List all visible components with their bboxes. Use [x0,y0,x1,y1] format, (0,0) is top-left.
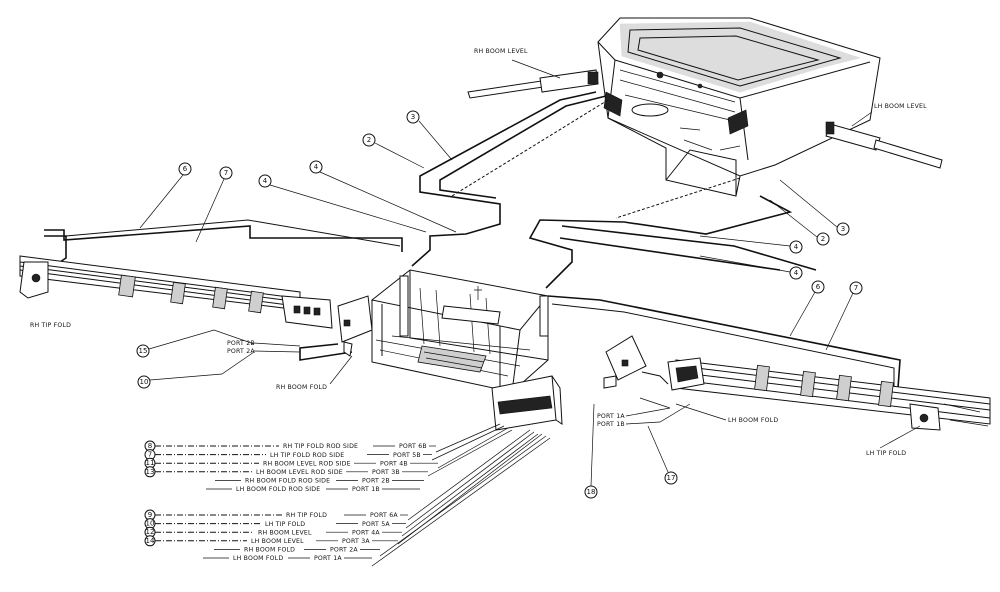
svg-text:4: 4 [314,163,319,171]
callout-4-right-a: 4 [789,240,803,254]
port-1b-label: PORT 1B [597,421,625,428]
hose-number: 14 [146,537,155,545]
hose-table-row: 10 LH TIP FOLD PORT 5A [144,518,406,530]
hose-port: PORT 6B [399,443,427,450]
svg-text:7: 7 [854,284,858,292]
hose-description: RH BOOM FOLD ROD SIDE [245,478,330,485]
lh-boom-level-cylinder [825,121,943,169]
rh-boom-fold-label: RH BOOM FOLD [276,384,327,391]
hose-description: LH TIP FOLD ROD SIDE [270,452,344,459]
hose-table-row: 14 LH BOOM LEVEL PORT 3A [144,535,398,547]
callout-2-right: 2 [816,232,830,246]
lh-boom-fold-label: LH BOOM FOLD [728,417,778,424]
lh-boom [603,335,991,431]
hose-description: LH BOOM FOLD ROD SIDE [236,486,320,493]
rh-boom-level-label: RH BOOM LEVEL [474,48,528,55]
hose-port: PORT 1B [352,486,380,493]
hose-port: PORT 4A [352,529,380,536]
hose-port: PORT 2B [362,478,390,485]
hose-bundle-lines [371,423,551,567]
hose-port: PORT 5B [393,452,421,459]
callout-10: 10 [137,375,151,389]
hose-bundle-box [491,375,563,431]
callout-bubbles: 2 3 4 4 6 7 2 3 4 4 6 7 15 10 17 18 [136,110,863,499]
center-frame [370,269,549,393]
svg-text:6: 6 [183,165,188,173]
hose-table-row: LH BOOM FOLD PORT 1A [203,555,372,562]
callout-3-right: 3 [836,222,850,236]
hose-number: 8 [148,442,152,450]
svg-text:4: 4 [794,243,799,251]
hose-description: LH BOOM FOLD [233,555,283,562]
hose-port: PORT 5A [362,521,390,528]
hose-description: RH BOOM LEVEL ROD SIDE [263,460,351,467]
rh-tip-fold-label: RH TIP FOLD [30,322,71,329]
svg-text:3: 3 [841,225,845,233]
svg-text:15: 15 [139,347,148,355]
hose-number: 13 [146,468,155,476]
hose-number: 7 [148,451,152,459]
hose-description: RH TIP FOLD ROD SIDE [283,443,358,450]
callout-3-top: 3 [406,110,420,124]
hose-description: LH BOOM LEVEL [251,538,304,545]
svg-text:6: 6 [816,283,821,291]
svg-text:17: 17 [667,474,676,482]
hose-table-row: 8 RH TIP FOLD ROD SIDE PORT 6B [144,440,436,452]
rh-boom-level-cylinder [467,69,599,99]
callout-7-left: 7 [219,166,233,180]
hose-table-rod-side: 8 RH TIP FOLD ROD SIDE PORT 6B 7 LH TIP FOLD… [144,440,438,493]
hose-table-row: 12 RH BOOM LEVEL PORT 4A [144,526,402,538]
hose-description: LH BOOM LEVEL ROD SIDE [256,469,343,476]
callout-18: 18 [584,485,598,499]
hose-table-row: 7 LH TIP FOLD ROD SIDE PORT 5B [144,449,432,461]
hose-number: 9 [148,511,152,519]
svg-text:4: 4 [263,177,268,185]
hose-table-row: RH BOOM FOLD ROD SIDE PORT 2B [215,478,424,485]
port-2a-label: PORT 2A [227,348,255,355]
port-1a-label: PORT 1A [597,413,625,420]
hose-description: LH TIP FOLD [265,521,305,528]
hose-table-row: 13 LH BOOM LEVEL ROD SIDE PORT 3B [144,466,428,478]
hose-table-row: 9 RH TIP FOLD PORT 6A [144,509,408,521]
lh-boom-level-label: LH BOOM LEVEL [874,103,927,110]
hose-runs [44,91,941,403]
callout-4-b: 4 [258,174,272,188]
callout-7-right: 7 [849,281,863,295]
lh-tip-fold-label: LH TIP FOLD [866,450,906,457]
hose-number: 12 [146,528,155,536]
hose-number: 10 [146,520,155,528]
hose-table-row: 11 RH BOOM LEVEL ROD SIDE PORT 4B [144,457,438,469]
callout-4-right-b: 4 [789,266,803,280]
hose-port: PORT 3A [342,538,370,545]
hose-table-row: RH BOOM FOLD PORT 2A [214,547,380,554]
hose-port: PORT 1A [314,555,342,562]
svg-text:4: 4 [794,269,799,277]
port-2b-label: PORT 2B [227,340,255,347]
callout-6-right: 6 [811,280,825,294]
hose-port: PORT 6A [370,512,398,519]
hose-table-row: LH BOOM FOLD ROD SIDE PORT 1B [206,486,420,493]
sprayer-tank [597,17,881,197]
callout-17: 17 [664,471,678,485]
rh-boom [19,255,373,357]
svg-text:10: 10 [140,378,149,386]
hose-description: RH BOOM FOLD [244,547,295,554]
svg-text:7: 7 [224,169,228,177]
svg-text:2: 2 [367,136,371,144]
hose-port: PORT 3B [372,469,400,476]
callout-4-a: 4 [309,160,323,174]
svg-text:2: 2 [821,235,825,243]
callout-2-top: 2 [362,133,376,147]
hose-port: PORT 2A [330,547,358,554]
hose-port: PORT 4B [380,460,408,467]
svg-text:3: 3 [411,113,415,121]
hose-description: RH TIP FOLD [286,512,327,519]
svg-text:18: 18 [587,488,596,496]
hose-number: 11 [146,459,155,467]
hose-description: RH BOOM LEVEL [258,529,312,536]
callout-15: 15 [136,344,150,358]
callout-6-left: 6 [178,162,192,176]
